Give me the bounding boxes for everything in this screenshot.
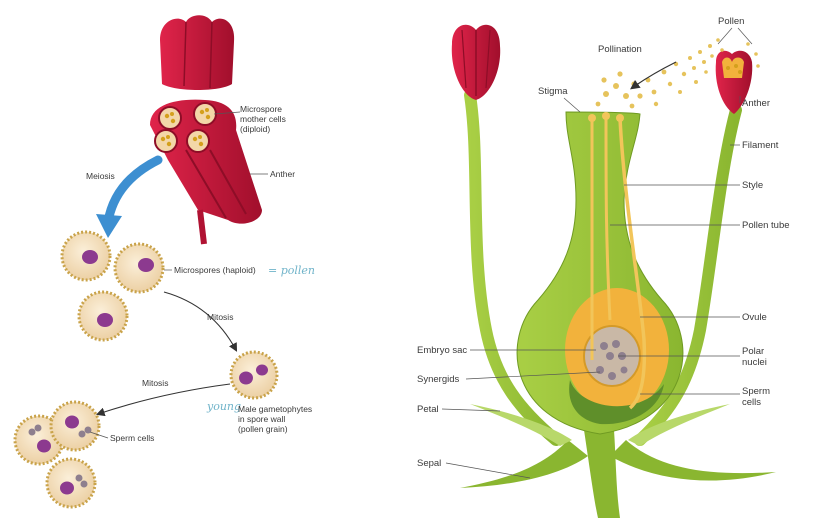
right-panel: Pollination Pollen Stigma Anther Filamen…: [417, 16, 790, 518]
pistil: [517, 112, 683, 434]
pollen-handwritten-note: = pollen: [268, 264, 315, 277]
pollen-pointer-1: [718, 28, 732, 44]
male-gametophyte: [231, 352, 277, 398]
anther-label-left: Anther: [270, 169, 295, 179]
meiosis-label: Meiosis: [86, 171, 115, 181]
sepal-label: Sepal: [417, 458, 441, 469]
pollen-grain: [51, 402, 99, 450]
microspores-label: Microspores (haploid): [174, 265, 256, 275]
ovule-label: Ovule: [742, 312, 767, 323]
pollen-grain: [47, 459, 95, 507]
mitosis-label-1: Mitosis: [207, 312, 233, 322]
stigma-label: Stigma: [538, 86, 568, 97]
sperm-cells-label-right: Sperm cells: [742, 386, 773, 408]
microspore: [115, 244, 163, 292]
pollen-label: Pollen: [718, 16, 744, 27]
pollen-tube-label: Pollen tube: [742, 220, 790, 231]
anther-label-right: Anther: [742, 98, 770, 109]
anther-top-illustration: [160, 15, 234, 90]
polar-nuclei-label: Polar nuclei: [742, 346, 767, 368]
left-panel: Microspore mother cells (diploid) Anther…: [15, 15, 315, 507]
mitosis-label-2: Mitosis: [142, 378, 168, 388]
microspore: [79, 292, 127, 340]
microspores-group: [62, 232, 163, 340]
synergids-label: Synergids: [417, 374, 459, 385]
petal-label: Petal: [417, 404, 439, 415]
pollination-label: Pollination: [598, 44, 642, 55]
filament-label: Filament: [742, 140, 779, 151]
microspore-mother-cells-label: Microspore mother cells (diploid): [240, 104, 288, 134]
pollen-grains-group: [15, 402, 99, 507]
pollen-pointer-2: [738, 28, 752, 44]
sepal-pointer: [446, 463, 530, 478]
sperm-cells-label-left: Sperm cells: [110, 433, 154, 443]
young-handwritten-note: young: [206, 400, 241, 413]
male-gametophytes-label: Male gametophytes in spore wall (pollen …: [238, 404, 315, 434]
microspore: [62, 232, 110, 280]
stigma-pointer: [564, 98, 580, 112]
embryo-sac-label: Embryo sac: [417, 345, 467, 356]
style-label: Style: [742, 180, 763, 191]
left-anther: [452, 25, 500, 100]
